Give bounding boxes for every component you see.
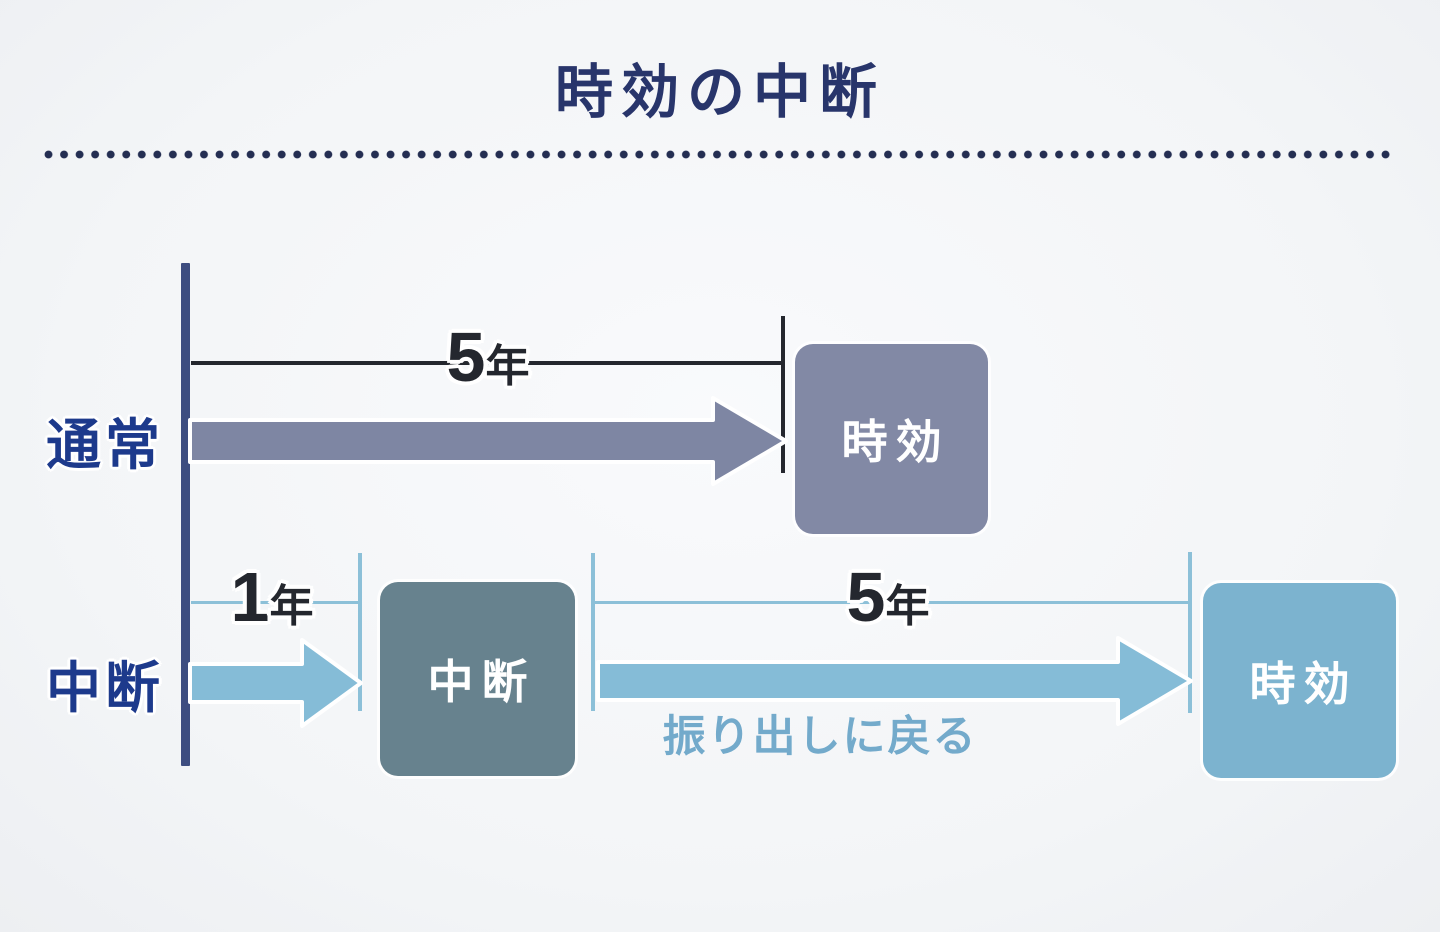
duration-number: 1: [230, 558, 270, 636]
row-label-normal: 通常: [45, 414, 164, 476]
timeline-arrow-interrupt-first: [188, 638, 363, 728]
box-label: 時効: [841, 416, 950, 468]
duration-label-five-years: 5年: [788, 562, 988, 632]
arrow-shape: [188, 638, 363, 728]
box-label: 時効: [1249, 657, 1358, 710]
measure-tick-end: [1188, 552, 1192, 713]
timeline-axis: [181, 263, 190, 766]
measure-line-five-years: [593, 601, 1190, 604]
duration-label-one-year: 1年: [172, 562, 372, 632]
measure-tick-restart: [591, 553, 595, 711]
measure-line-normal: [191, 361, 783, 365]
duration-label-normal: 5年: [388, 322, 588, 392]
box-prescription-normal: 時効: [795, 344, 988, 534]
duration-unit: 年: [269, 582, 314, 631]
duration-number: 5: [846, 558, 886, 636]
box-label: 中断: [427, 656, 536, 708]
timeline-arrow-normal: [188, 396, 788, 486]
measure-line-one-year: [191, 601, 360, 604]
arrow-shape: [188, 396, 788, 486]
box-prescription-restarted: 時効: [1203, 583, 1396, 778]
duration-unit: 年: [885, 582, 930, 631]
measure-tick-one-year: [358, 553, 362, 711]
row-label-interrupted: 中断: [45, 657, 164, 719]
duration-unit: 年: [485, 342, 530, 391]
timeline-arrow-interrupt-second: [596, 636, 1193, 726]
duration-number: 5: [446, 318, 486, 396]
restart-note: 振り出しに戻る: [662, 713, 978, 761]
arrow-shape: [596, 636, 1193, 726]
measure-tick-normal: [781, 316, 785, 473]
box-interruption: 中断: [380, 582, 575, 776]
dotted-divider: [44, 150, 1396, 159]
diagram-title: 時効の中断: [554, 60, 885, 125]
